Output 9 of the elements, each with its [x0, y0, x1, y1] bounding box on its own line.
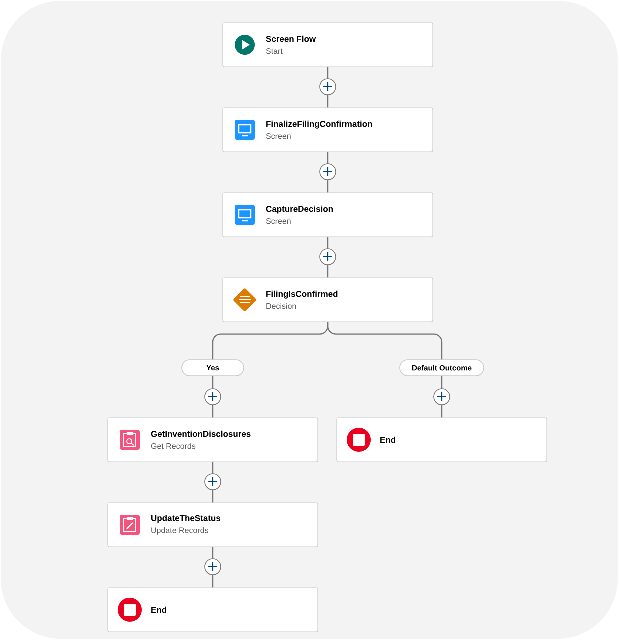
step-card: End: [108, 588, 318, 632]
step-card: CaptureDecision Screen: [222, 192, 434, 238]
connector-line: [327, 322, 443, 360]
step-card: FilingIsConfirmed Decision: [222, 278, 434, 322]
step-card: Screen Flow Start: [222, 22, 434, 68]
step-card: GetInventionDisclosures Get Records: [108, 418, 318, 462]
step-card: End: [336, 418, 548, 462]
step-card: FinalizeFilingConfirmation Screen: [222, 108, 434, 152]
step-card: UpdateTheStatus Update Records: [108, 502, 318, 548]
